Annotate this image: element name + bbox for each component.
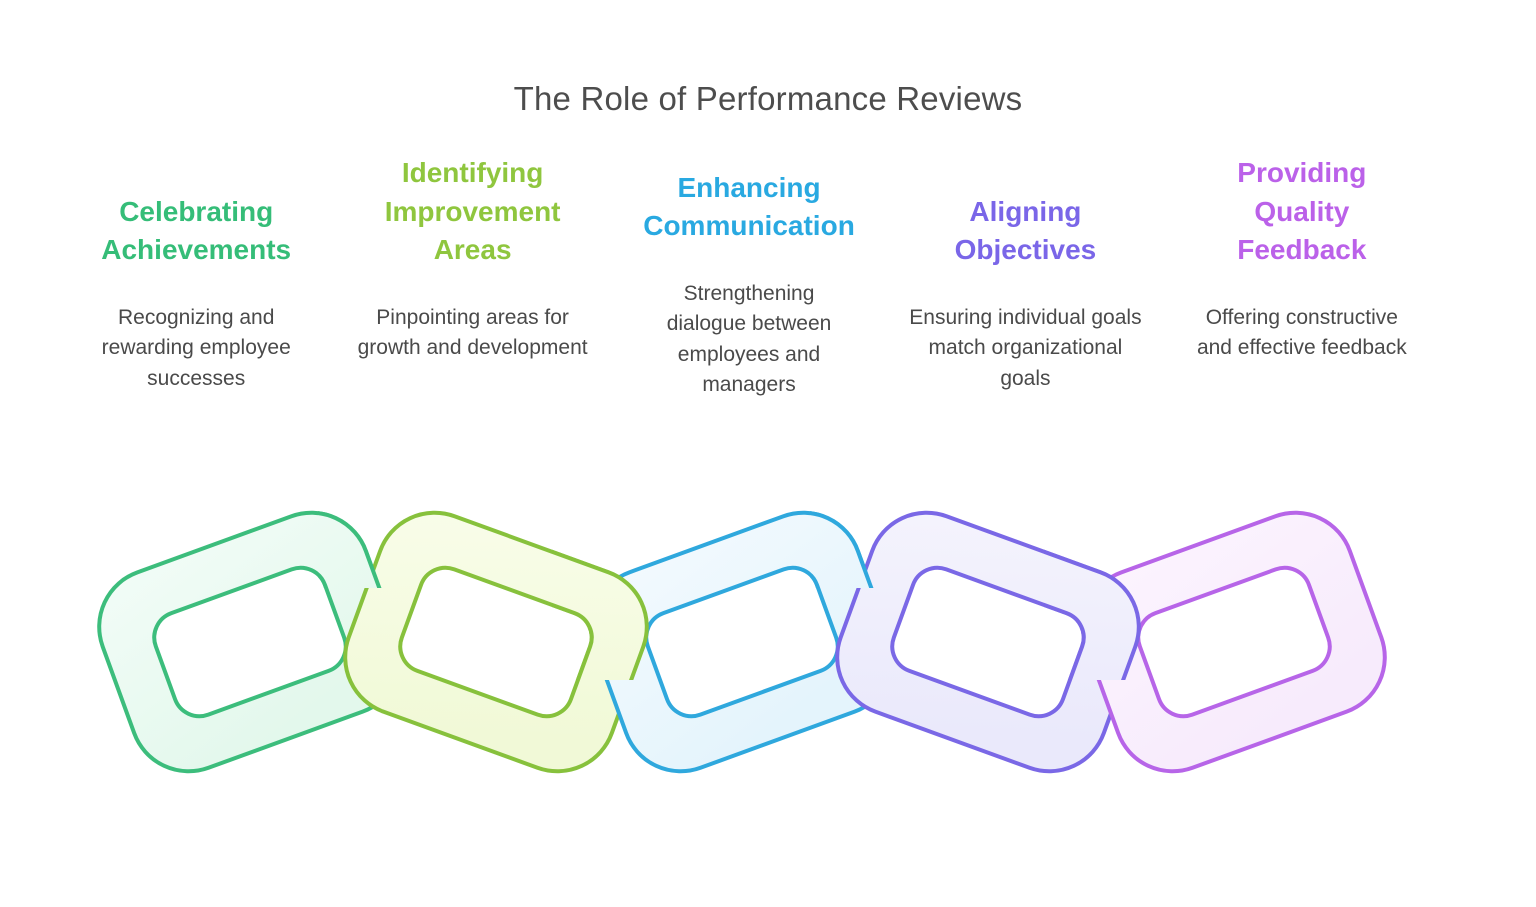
column-aligning-objectives: Aligning Objectives Ensuring individual … bbox=[887, 156, 1163, 425]
column-celebrating-achievements: Celebrating Achievements Recognizing and… bbox=[58, 156, 334, 425]
column-description: Strengthening dialogue between employees… bbox=[666, 282, 832, 397]
page-title: The Role of Performance Reviews bbox=[513, 80, 1023, 117]
chain-links-graphic bbox=[80, 494, 1404, 790]
column-heading-wrap: Celebrating Achievements bbox=[58, 156, 334, 270]
column-description: Ensuring individual goals match organiza… bbox=[909, 306, 1142, 390]
column-heading: Aligning Objectives bbox=[954, 195, 1097, 266]
column-providing-quality-feedback: Providing Quality Feedback Offering cons… bbox=[1164, 156, 1440, 425]
column-description: Recognizing and rewarding employee succe… bbox=[101, 306, 291, 390]
column-heading: Identifying Improvement Areas bbox=[384, 157, 561, 266]
column-enhancing-communication: Enhancing Communication Strengthening di… bbox=[611, 132, 887, 401]
column-heading-wrap: Providing Quality Feedback bbox=[1202, 156, 1402, 270]
column-heading: Enhancing Communication bbox=[643, 171, 855, 242]
column-heading: Celebrating Achievements bbox=[101, 195, 292, 266]
column-heading-wrap: Identifying Improvement Areas bbox=[358, 156, 588, 270]
column-description: Pinpointing areas for growth and develop… bbox=[357, 306, 588, 360]
column-description: Offering constructive and effective feed… bbox=[1196, 306, 1407, 360]
columns-row: Celebrating Achievements Recognizing and… bbox=[58, 156, 1440, 425]
column-heading-wrap: Aligning Objectives bbox=[920, 156, 1130, 270]
column-identifying-improvement-areas: Identifying Improvement Areas Pinpointin… bbox=[334, 156, 610, 425]
column-heading-wrap: Enhancing Communication bbox=[611, 132, 887, 246]
column-heading: Providing Quality Feedback bbox=[1237, 157, 1367, 266]
